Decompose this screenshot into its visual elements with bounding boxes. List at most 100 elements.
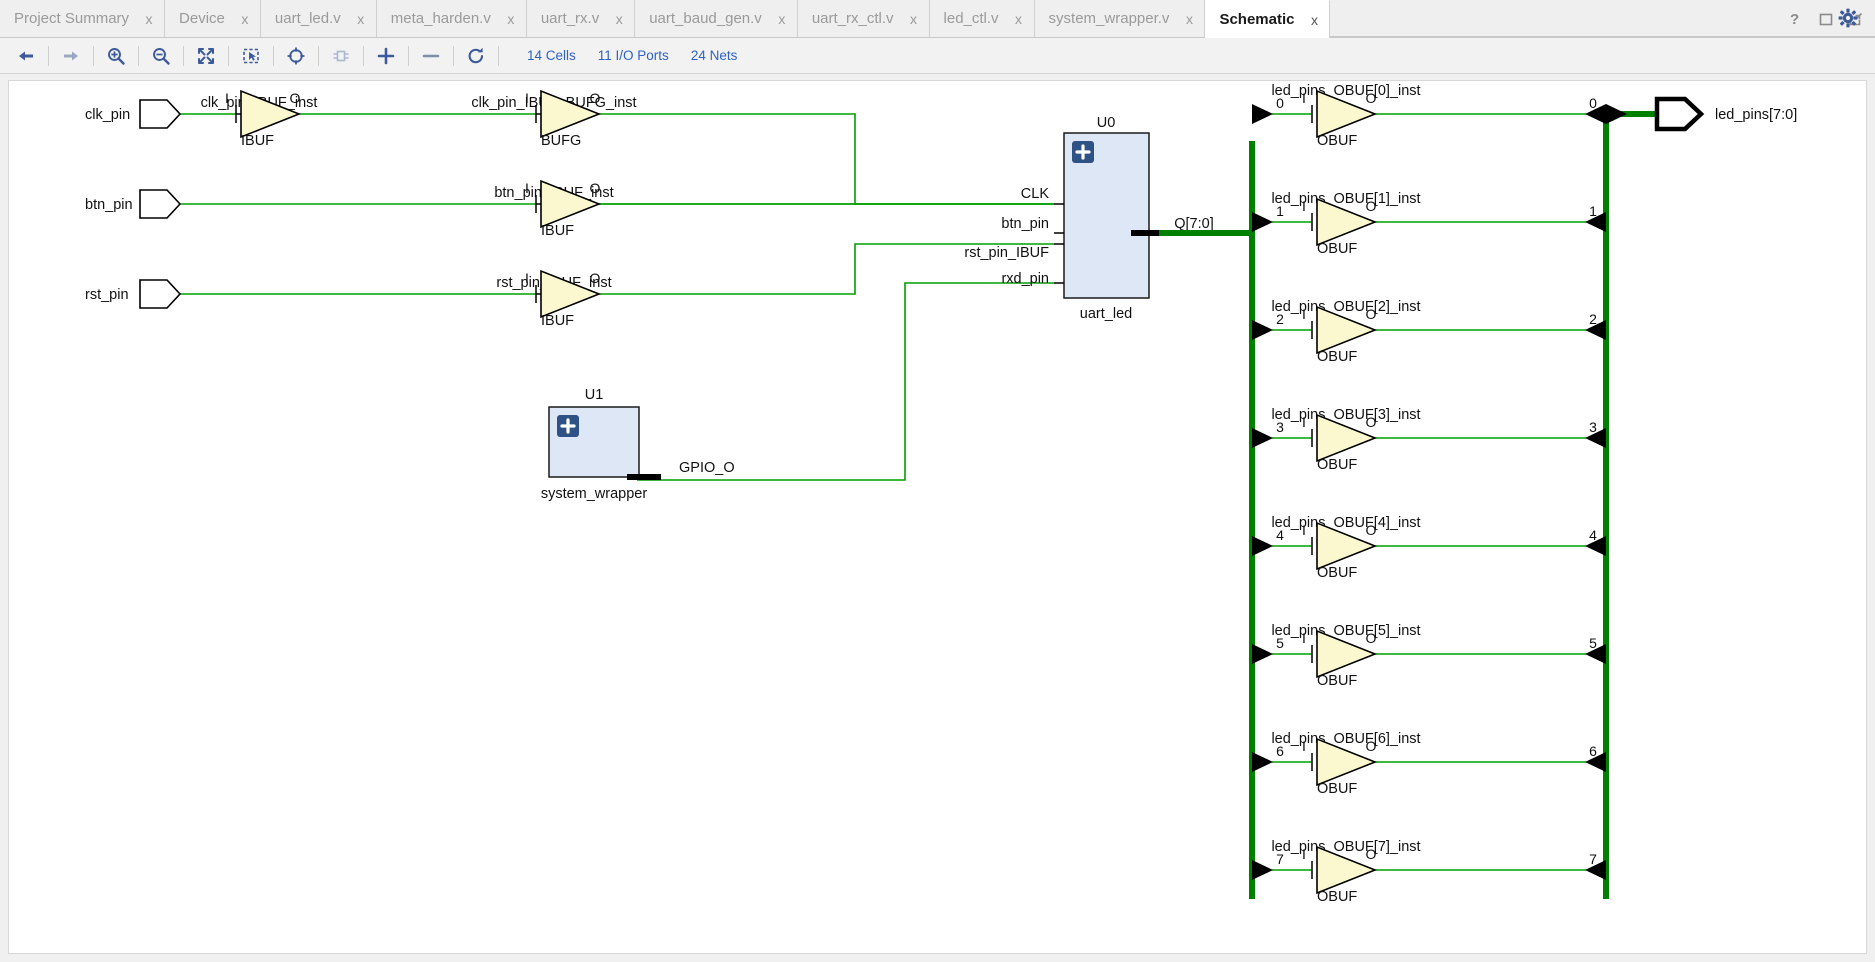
bus-bit-index-in: 0 xyxy=(1276,95,1284,111)
pin-label-in: I xyxy=(1302,198,1306,214)
tab-uart-baud-gen-v[interactable]: uart_baud_gen.v x xyxy=(635,0,798,37)
buffer-triangle xyxy=(540,179,602,229)
bus-bit-index-in: 1 xyxy=(1276,203,1284,219)
help-icon[interactable]: ? xyxy=(1790,11,1803,27)
cell-led-pins-obuf-5-inst[interactable]: 5 5 led_pins_OBUF[5]_inst I O OBUF xyxy=(1252,623,1606,689)
tab-device[interactable]: Device x xyxy=(165,0,261,37)
cell-clk-pin-ibuf-bufg-inst[interactable]: clk_pin_IBUF_BUFG_inst I O BUFG xyxy=(471,89,637,149)
bus-ripper-out-icon xyxy=(1585,320,1606,340)
pin-label-in: I xyxy=(1302,630,1306,646)
pin-label-out: O xyxy=(1366,90,1377,106)
cell-led-pins-obuf-6-inst[interactable]: 6 6 led_pins_OBUF[6]_inst I O OBUF xyxy=(1252,731,1606,797)
tab-close-icon[interactable]: x xyxy=(910,10,918,27)
bus-bit-index-in: 6 xyxy=(1276,743,1284,759)
forward-arrow-icon[interactable] xyxy=(57,43,85,69)
pin-label-in: I xyxy=(1302,306,1306,322)
remove-icon[interactable] xyxy=(417,43,445,69)
tab-label: system_wrapper.v xyxy=(1048,10,1170,27)
pin-label-out: O xyxy=(590,90,601,106)
bus-bit-index-out: 0 xyxy=(1589,95,1597,111)
port-btn-pin[interactable]: btn_pin xyxy=(85,189,182,219)
nets-count[interactable]: 24 Nets xyxy=(690,48,738,63)
bus-bit-index-out: 3 xyxy=(1589,419,1597,435)
pin-label-in: I xyxy=(525,90,529,106)
tab-uart-led-v[interactable]: uart_led.v x xyxy=(260,0,377,37)
gear-icon[interactable] xyxy=(1837,7,1859,29)
net-gpio-o-to-rxd xyxy=(637,282,1054,481)
tab-label: Device xyxy=(179,10,225,27)
bus-bit-index-in: 3 xyxy=(1276,419,1284,435)
tab-uart-rx-v[interactable]: uart_rx.v x xyxy=(526,0,636,37)
port-rst-pin[interactable]: rst_pin xyxy=(85,279,182,309)
bus-ripper-in-icon xyxy=(1252,860,1273,880)
block-input-pin-btn: btn_pin xyxy=(1001,216,1049,232)
block-input-pin-clk: CLK xyxy=(1021,186,1050,202)
schematic-canvas[interactable]: clk_pin btn_pin rst_pin clk_pin_IBUF_ins… xyxy=(8,80,1867,954)
tab-close-icon[interactable]: x xyxy=(145,10,153,27)
highlight-icon[interactable] xyxy=(282,43,310,69)
io-ports-count[interactable]: 11 I/O Ports xyxy=(597,48,669,63)
block-ref-label: U1 xyxy=(585,387,604,403)
net-label-gpio-o: GPIO_O xyxy=(679,460,735,476)
net-clk-bufg-to-u0-clk xyxy=(599,113,1054,205)
bus-bit-index-out: 4 xyxy=(1589,527,1597,543)
block-u0-uart-led[interactable]: U0 CLK btn_pin rst_pin_IBUF rxd_pin Q[7:… xyxy=(964,115,1213,322)
port-label: clk_pin xyxy=(85,107,130,123)
port-shape xyxy=(1654,96,1705,132)
tab-label: uart_rx.v xyxy=(540,10,600,27)
bus-ripper-in-icon xyxy=(1252,644,1273,664)
cell-type-label: IBUF xyxy=(241,133,274,149)
tab-close-icon[interactable]: x xyxy=(357,10,365,27)
tab-meta-harden-v[interactable]: meta_harden.v x xyxy=(376,0,527,37)
tab-schematic[interactable]: Schematic x xyxy=(1205,0,1331,38)
port-led-pins[interactable]: led_pins[7:0] xyxy=(1606,96,1797,132)
tab-system-wrapper-v[interactable]: system_wrapper.v x xyxy=(1034,0,1206,37)
bus-ripper-out-icon xyxy=(1585,752,1606,772)
cell-led-pins-obuf-4-inst[interactable]: 4 4 led_pins_OBUF[4]_inst I O OBUF xyxy=(1252,515,1606,581)
bus-ripper-out-icon xyxy=(1585,860,1606,880)
zoom-fit-icon[interactable] xyxy=(192,43,220,69)
port-clk-pin[interactable]: clk_pin xyxy=(85,99,182,129)
expand-cell-icon[interactable] xyxy=(327,43,355,69)
cell-led-pins-obuf-3-inst[interactable]: 3 3 led_pins_OBUF[3]_inst I O OBUF xyxy=(1252,407,1606,473)
cell-instance-label: led_pins_OBUF[6]_inst xyxy=(1271,731,1420,747)
block-u1-system-wrapper[interactable]: U1 GPIO_O system_wrapper xyxy=(541,387,735,502)
cell-led-pins-obuf-7-inst[interactable]: 7 7 led_pins_OBUF[7]_inst I O OBUF xyxy=(1252,839,1606,905)
tab-close-icon[interactable]: x xyxy=(241,10,249,27)
buffer-triangle xyxy=(540,269,602,319)
cell-clk-pin-ibuf-inst[interactable]: clk_pin_IBUF_inst I O IBUF xyxy=(201,89,318,149)
input-port-symbols: clk_pin btn_pin rst_pin xyxy=(85,99,182,309)
led-bus-network xyxy=(1159,111,1657,899)
tab-bar-filler xyxy=(1330,0,1875,37)
tab-led-ctl-v[interactable]: led_ctl.v x xyxy=(929,0,1035,37)
back-arrow-icon[interactable] xyxy=(12,43,40,69)
reload-icon[interactable] xyxy=(462,43,490,69)
cell-type-label: BUFG xyxy=(541,133,581,149)
tab-close-icon[interactable]: x xyxy=(507,10,515,27)
tab-label: led_ctl.v xyxy=(943,10,999,27)
bus-ripper-out-icon xyxy=(1585,104,1606,124)
tab-uart-rx-ctl-v[interactable]: uart_rx_ctl.v x xyxy=(797,0,930,37)
cell-btn-pin-ibuf-inst[interactable]: btn_pin_IBUF_inst I O IBUF xyxy=(494,179,614,239)
cells-count[interactable]: 14 Cells xyxy=(527,48,576,63)
port-label: rst_pin xyxy=(85,287,129,303)
cell-rst-pin-ibuf-inst[interactable]: rst_pin_IBUF_inst I O IBUF xyxy=(496,269,612,329)
zoom-area-icon[interactable] xyxy=(237,43,265,69)
cell-led-pins-obuf-2-inst[interactable]: 2 2 led_pins_OBUF[2]_inst I O OBUF xyxy=(1252,299,1606,365)
add-icon[interactable] xyxy=(372,43,400,69)
cell-led-pins-obuf-1-inst[interactable]: 1 1 led_pins_OBUF[1]_inst I O OBUF xyxy=(1252,191,1606,257)
zoom-out-icon[interactable] xyxy=(147,43,175,69)
tab-close-icon[interactable]: x xyxy=(1310,11,1318,28)
toolbar-separator xyxy=(183,45,184,66)
tab-close-icon[interactable]: x xyxy=(1015,10,1023,27)
cell-led-pins-obuf-0-inst[interactable]: 0 0 led_pins_OBUF[0]_inst I O OBUF xyxy=(1252,83,1606,149)
tab-close-icon[interactable]: x xyxy=(615,10,623,27)
tab-close-icon[interactable]: x xyxy=(778,10,786,27)
buffer-triangle xyxy=(1316,521,1378,571)
pin-label-out: O xyxy=(1366,630,1377,646)
tab-project-summary[interactable]: Project Summary x xyxy=(0,0,166,37)
pin-label-in: I xyxy=(525,180,529,196)
zoom-in-icon[interactable] xyxy=(102,43,130,69)
tab-close-icon[interactable]: x xyxy=(1185,10,1193,27)
maximize-icon[interactable] xyxy=(1819,12,1833,26)
